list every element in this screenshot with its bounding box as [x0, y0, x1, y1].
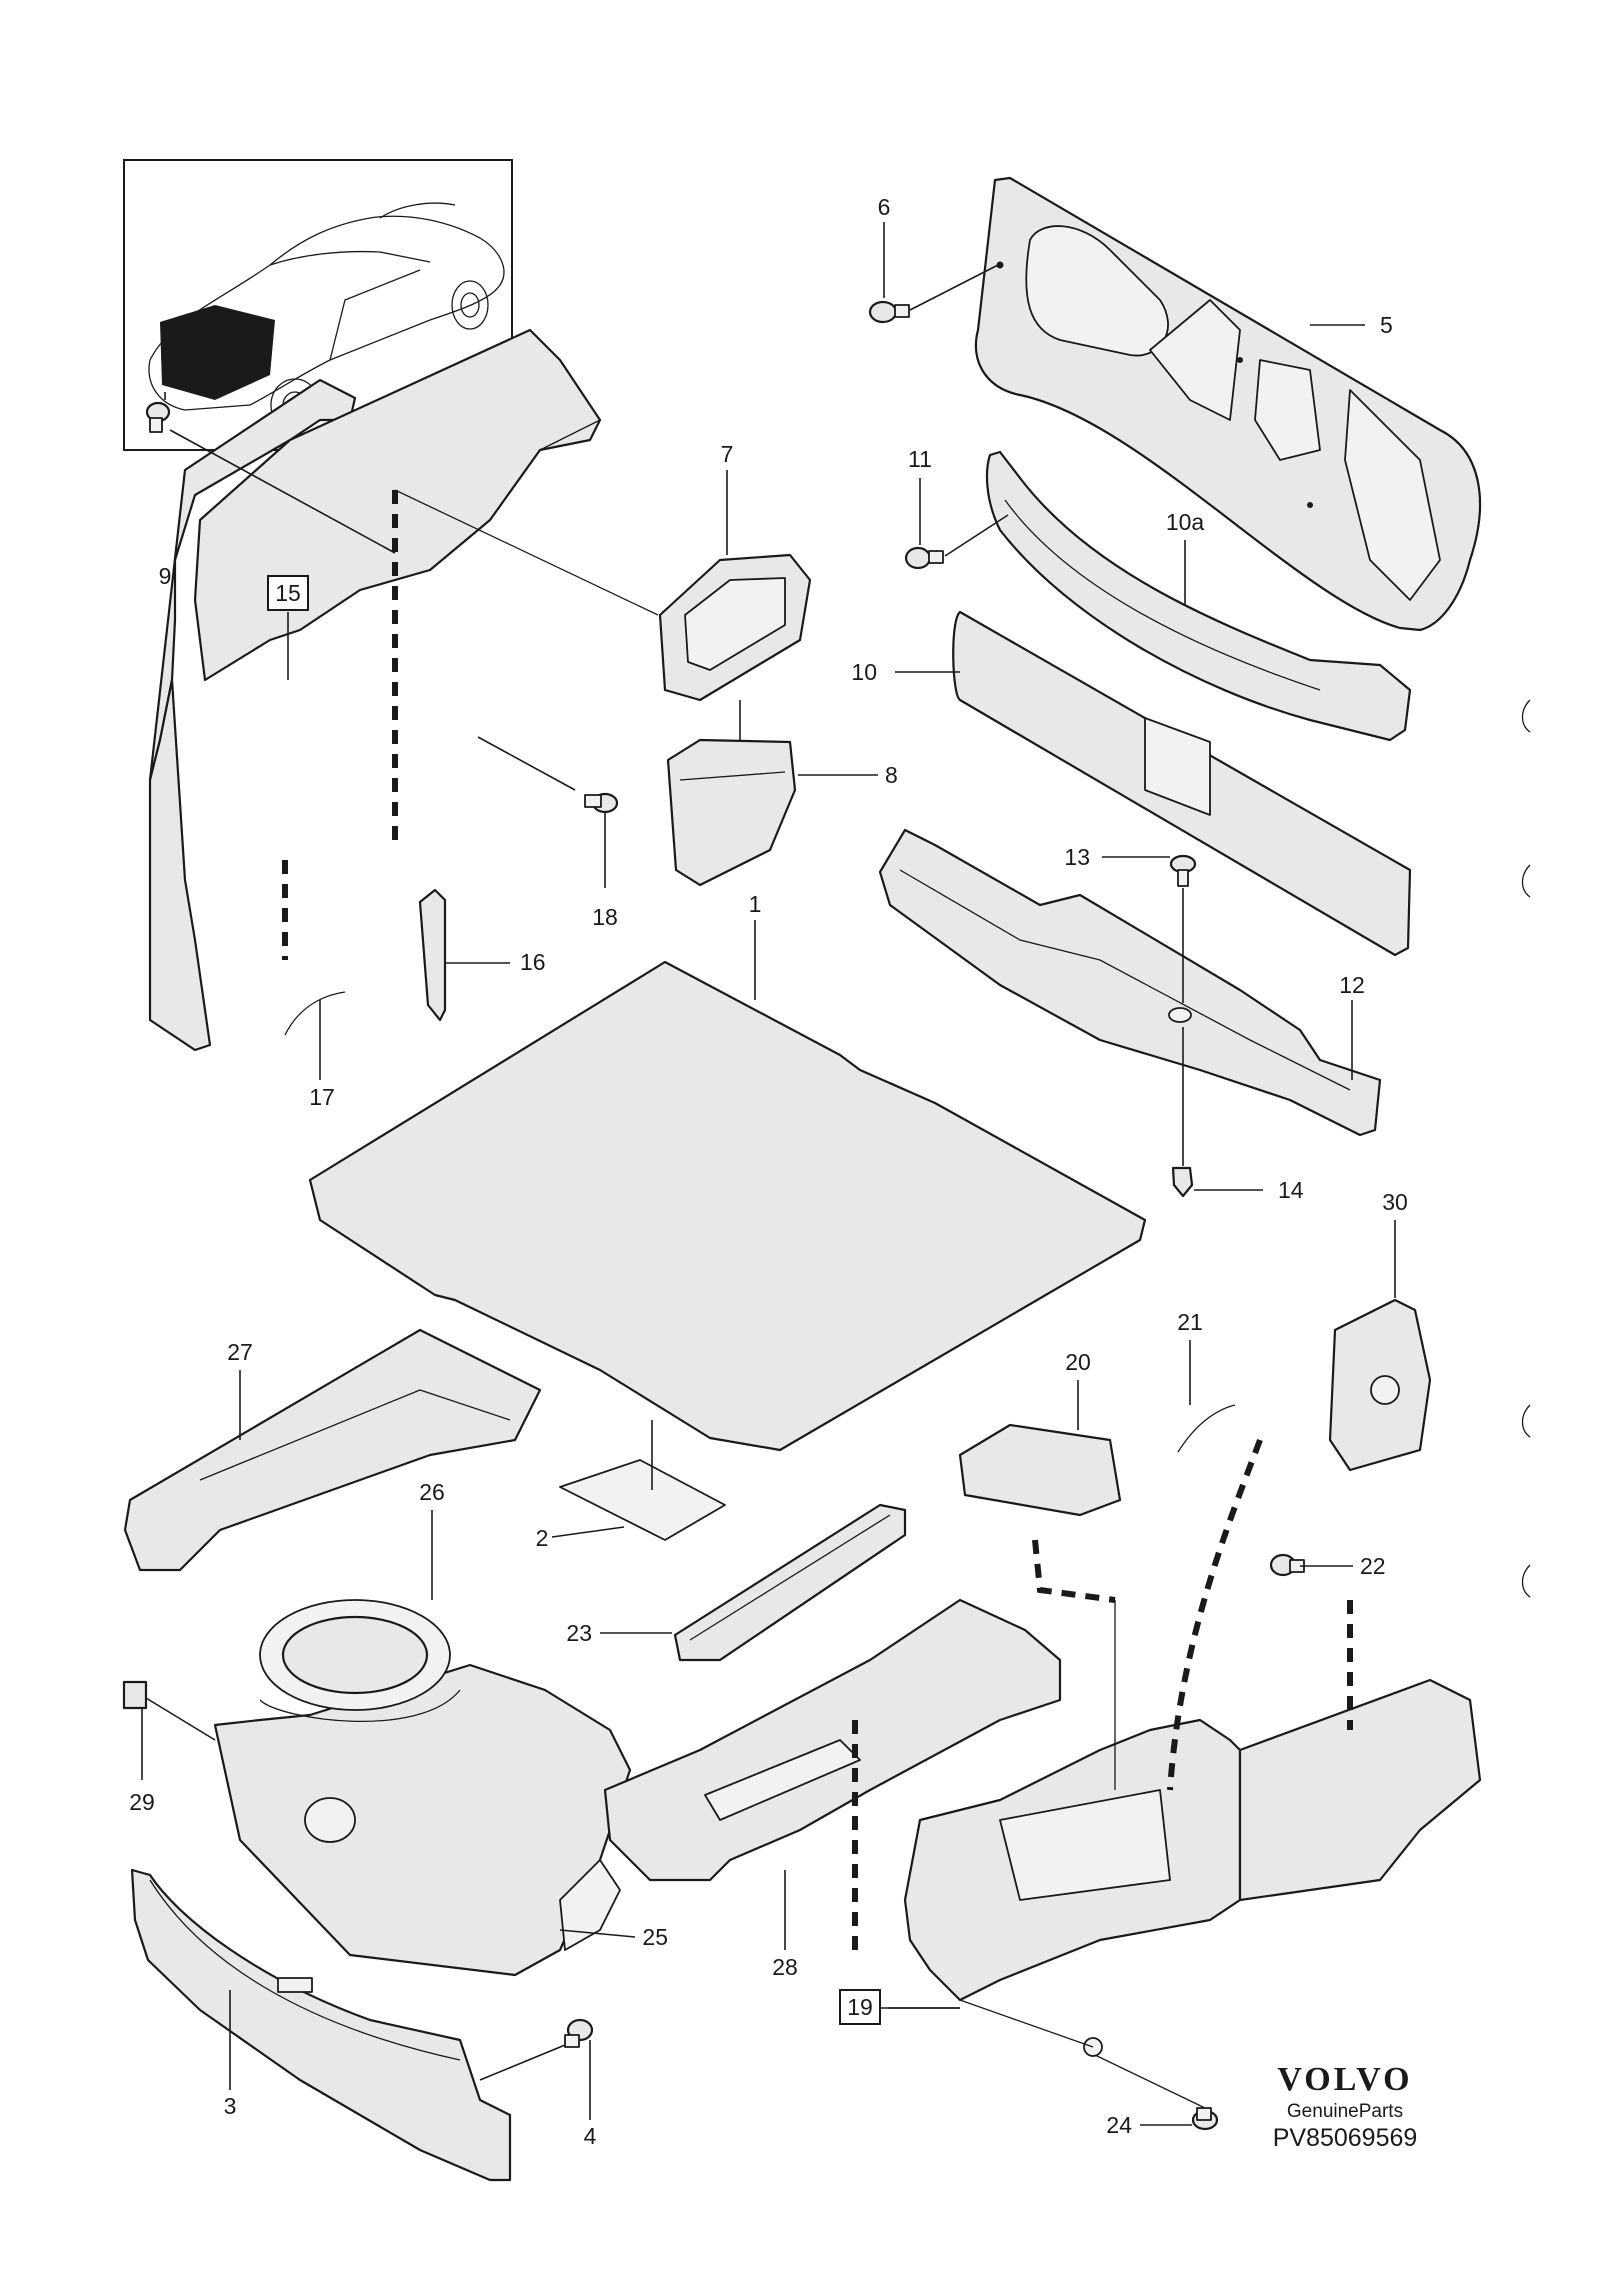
- callout-29: 29: [129, 1789, 155, 1815]
- callout-10a: 10a: [1166, 509, 1205, 535]
- callout-4: 4: [584, 2123, 597, 2149]
- callout-30: 30: [1382, 1189, 1408, 1215]
- trunk-highlight: [160, 305, 275, 400]
- part-4-clip: [479, 2018, 594, 2120]
- part-11-clip: [904, 478, 1009, 570]
- callout-2: 2: [536, 1525, 549, 1551]
- part-7-storage-box: [658, 470, 812, 702]
- part-26-wheel-well: [213, 1510, 632, 1977]
- part-30-bag: [1328, 1220, 1432, 1472]
- callout-10: 10: [851, 659, 877, 685]
- part-25-liner: [559, 1859, 636, 1951]
- callout-16: 16: [520, 949, 546, 975]
- callout-7: 7: [721, 441, 734, 467]
- callout-9: 9: [159, 563, 172, 589]
- callout-5: 5: [1380, 312, 1393, 338]
- callout-14: 14: [1278, 1177, 1304, 1203]
- part-27-side-panel: [123, 1328, 542, 1572]
- callout-11: 11: [908, 446, 932, 472]
- callout-21: 21: [1177, 1309, 1203, 1335]
- callout-24: 24: [1106, 2112, 1132, 2138]
- part-6-clip: [868, 222, 999, 324]
- part-19-side-trim: [888, 1678, 1482, 2057]
- callout-3: 3: [224, 2093, 237, 2119]
- genuine-parts-text: GenuineParts: [1287, 2101, 1403, 2122]
- callout-17: 17: [309, 1084, 335, 1110]
- part-13-pin: [1102, 854, 1197, 1003]
- callout-labels: 1 2 3 4 5 6 7 8 9 10 10a 11 12 13 14 16 …: [129, 194, 1408, 2149]
- margin-marks: [1521, 699, 1531, 1598]
- part-14-clip: [1171, 1027, 1263, 1198]
- part-16-bracket: [418, 888, 510, 1022]
- callout-27: 27: [227, 1339, 253, 1365]
- part-8-tray: [666, 700, 878, 887]
- assembly-dashed-lines: [282, 489, 1353, 1950]
- part-9-clip: [145, 392, 396, 554]
- part-10-shelf-panel: [895, 610, 1412, 957]
- part-17-clip: [284, 991, 346, 1080]
- callout-6: 6: [878, 194, 891, 220]
- callout-18: 18: [592, 904, 618, 930]
- callout-13: 13: [1064, 844, 1090, 870]
- part-29-clip: [122, 1680, 216, 1780]
- callout-19: 19: [847, 1994, 873, 2020]
- part-3-sill-trim: [130, 1868, 512, 2182]
- callout-20: 20: [1065, 1349, 1091, 1375]
- callout-28: 28: [772, 1954, 798, 1980]
- callout-23: 23: [566, 1620, 592, 1646]
- part-5-trunk-lid-liner: [974, 176, 1482, 632]
- callout-12: 12: [1339, 972, 1365, 998]
- part-18-clip: [477, 736, 619, 888]
- callout-22: 22: [1360, 1553, 1386, 1579]
- part-24-bolt: [1094, 2054, 1219, 2131]
- volvo-logo-text: VOLVO: [1277, 2061, 1412, 2098]
- part-21-clip: [1177, 1340, 1236, 1453]
- part-10a-strip: [985, 450, 1412, 742]
- diagram-code: PV85069569: [1273, 2124, 1418, 2152]
- callout-25: 25: [642, 1924, 668, 1950]
- part-22-clip: [1269, 1553, 1353, 1577]
- part-1-floor-mat: [308, 920, 1147, 1452]
- callout-8: 8: [885, 762, 898, 788]
- part-28-storage-tray: [603, 1598, 1062, 1950]
- part-12-shelf-trim: [878, 828, 1382, 1137]
- part-2-pad: [551, 1420, 726, 1541]
- footer-branding: VOLVO GenuineParts PV85069569: [1273, 2061, 1418, 2152]
- part-23-bracket: [600, 1503, 907, 1662]
- callout-15: 15: [275, 580, 301, 606]
- callout-26: 26: [419, 1479, 445, 1505]
- part-20-cover: [958, 1380, 1122, 1517]
- callout-1: 1: [749, 891, 762, 917]
